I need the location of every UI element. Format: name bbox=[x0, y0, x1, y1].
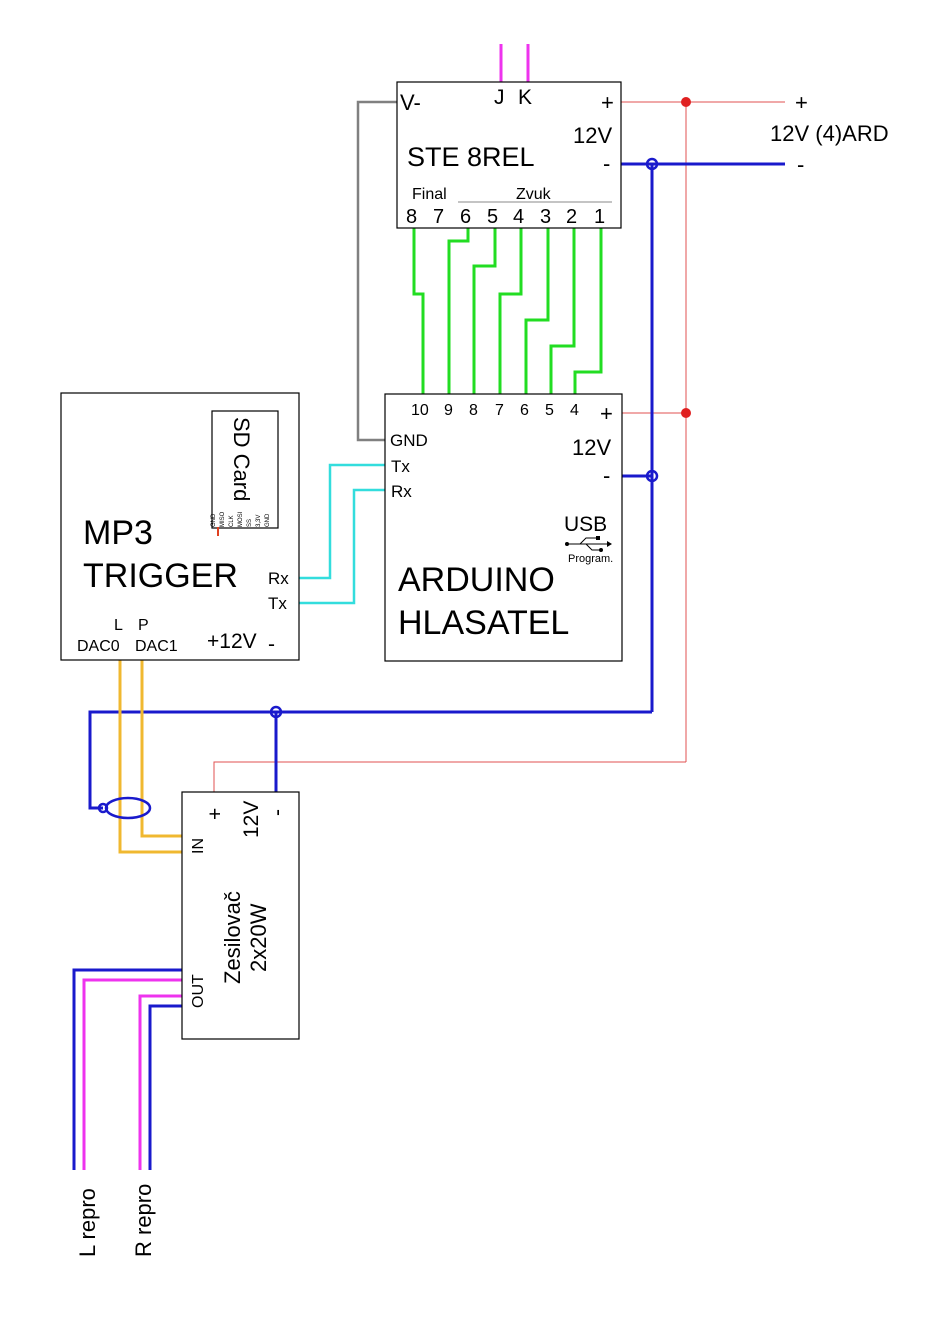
relay-jk-wires bbox=[499, 44, 530, 82]
mp3-name-line1: MP3 bbox=[83, 514, 153, 552]
sd-card-label: SD Card bbox=[229, 417, 254, 501]
mp3-l-label: L bbox=[114, 617, 123, 634]
relay-zvuk-label: Zvuk bbox=[516, 186, 552, 203]
amp-out-label: OUT bbox=[190, 974, 207, 1008]
junction-dots bbox=[97, 97, 691, 814]
relay-pin: 4 bbox=[513, 206, 524, 228]
power-in-minus-label: - bbox=[797, 152, 804, 177]
amplifier-board bbox=[181, 791, 300, 1040]
relay-pin: 3 bbox=[540, 206, 551, 228]
left-speaker-label: L repro bbox=[75, 1188, 100, 1257]
cable-bundle-loop bbox=[104, 796, 152, 820]
mp3-dac0-label: DAC0 bbox=[77, 638, 120, 655]
arduino-name-line2: HLASATEL bbox=[398, 604, 569, 642]
arduino-name-line1: ARDUINO bbox=[398, 561, 555, 599]
amp-voltage-label: 12V bbox=[240, 801, 263, 838]
arduino-pin: 7 bbox=[495, 402, 504, 419]
relay-j-label: J bbox=[494, 86, 505, 109]
arduino-gnd-label: GND bbox=[390, 431, 428, 450]
relay-minus-label: - bbox=[603, 151, 610, 176]
amp-in-label: IN bbox=[190, 838, 207, 854]
mp3-rx-label: Rx bbox=[268, 569, 289, 588]
sd-card-slot bbox=[211, 410, 279, 529]
arduino-minus-label: - bbox=[603, 463, 610, 488]
mp3-tx-label: Tx bbox=[268, 594, 287, 613]
relay-arduino-wires bbox=[412, 228, 603, 394]
sd-card-pin: MOSI bbox=[238, 511, 244, 527]
relay-plus-label: + bbox=[601, 90, 614, 115]
arduino-voltage-label: 12V bbox=[572, 435, 611, 460]
arduino-rx-label: Rx bbox=[391, 482, 412, 501]
relay-pin-labels: 8 7 6 5 4 3 2 1 bbox=[406, 206, 605, 228]
relay-k-label: K bbox=[518, 86, 532, 109]
arduino-program-label: Program. bbox=[568, 553, 613, 565]
speaker-output-wires bbox=[72, 968, 182, 1170]
relay-v-minus-label: V- bbox=[400, 90, 421, 115]
audio-input-wires bbox=[118, 660, 182, 854]
relay-pin: 6 bbox=[460, 206, 471, 228]
relay-pin: 2 bbox=[566, 206, 577, 228]
arduino-pin: 5 bbox=[545, 402, 554, 419]
arduino-pin-labels: 10 9 8 7 6 5 4 bbox=[411, 402, 579, 419]
mp3-name-line2: TRIGGER bbox=[83, 557, 238, 595]
amp-plus-label: + bbox=[204, 808, 227, 820]
sd-card-pin: GND bbox=[211, 513, 217, 527]
arduino-pin: 10 bbox=[411, 402, 429, 419]
mp3-power-label: +12V bbox=[207, 630, 257, 653]
relay-pin: 5 bbox=[487, 206, 498, 228]
relay-pin: 1 bbox=[594, 206, 605, 228]
relay-pin: 8 bbox=[406, 206, 417, 228]
relay-name: STE 8REL bbox=[407, 142, 535, 172]
amp-name-line1: Zesilovač bbox=[220, 891, 245, 984]
mp3-dac1-label: DAC1 bbox=[135, 638, 178, 655]
arduino-usb-label: USB bbox=[564, 513, 607, 536]
relay-final-label: Final bbox=[412, 186, 447, 203]
arduino-tx-label: Tx bbox=[391, 457, 410, 476]
arduino-pin: 6 bbox=[520, 402, 529, 419]
amp-minus-label: - bbox=[266, 809, 289, 816]
gnd-wire bbox=[356, 100, 398, 442]
relay-voltage-label: 12V bbox=[573, 123, 612, 148]
arduino-pin: 8 bbox=[469, 402, 478, 419]
mp3-p-label: P bbox=[138, 617, 149, 634]
right-speaker-label: R repro bbox=[131, 1184, 156, 1257]
sd-card-pin: SS bbox=[247, 519, 253, 527]
arduino-board bbox=[384, 393, 623, 662]
sd-card-pin-labels: GND MISO CLK MOSI SS 3,3V GND bbox=[211, 511, 271, 527]
relay-board bbox=[396, 81, 622, 229]
serial-wires bbox=[296, 463, 386, 605]
sd-card-pin: GND bbox=[265, 513, 271, 527]
arduino-pin: 4 bbox=[570, 402, 579, 419]
amp-name-line2: 2x20W bbox=[246, 903, 271, 972]
arduino-pin: 9 bbox=[444, 402, 453, 419]
arduino-plus-label: + bbox=[600, 401, 613, 426]
sd-card-pin: MISO bbox=[220, 511, 226, 527]
relay-pin: 7 bbox=[433, 206, 444, 228]
sd-card-pin: CLK bbox=[229, 515, 235, 527]
usb-icon bbox=[565, 536, 612, 552]
mp3-minus-label: - bbox=[268, 633, 275, 656]
sd-card-pin: 3,3V bbox=[256, 515, 262, 527]
power-in-label: 12V (4)ARD bbox=[770, 121, 889, 146]
power-in-plus-label: + bbox=[795, 90, 808, 115]
ground-wires bbox=[88, 162, 785, 810]
